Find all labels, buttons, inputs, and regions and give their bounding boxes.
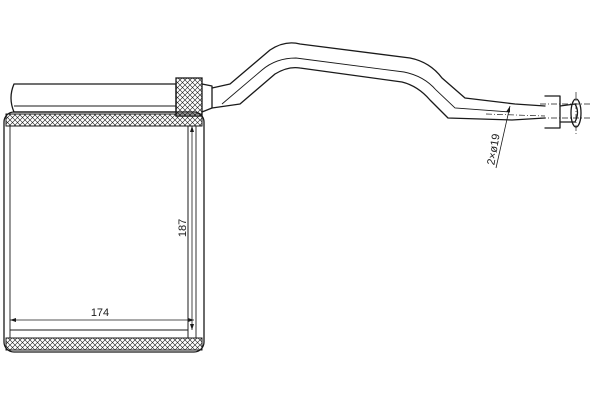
height-dimension-label: 187 bbox=[177, 219, 189, 237]
top-tank bbox=[10, 83, 177, 113]
centerline-marks bbox=[485, 92, 590, 135]
width-dimension-label: 174 bbox=[91, 307, 109, 319]
outlet-pipes bbox=[211, 42, 582, 129]
pipe-diameter-label: 2×ø19 bbox=[485, 133, 502, 166]
pipe-diameter-dimension: 2×ø19 bbox=[485, 105, 511, 169]
height-dimension: 187 bbox=[177, 126, 194, 330]
pipe-connector-nut bbox=[175, 77, 213, 117]
width-dimension: 174 bbox=[10, 307, 194, 322]
heater-core-body bbox=[3, 111, 205, 353]
